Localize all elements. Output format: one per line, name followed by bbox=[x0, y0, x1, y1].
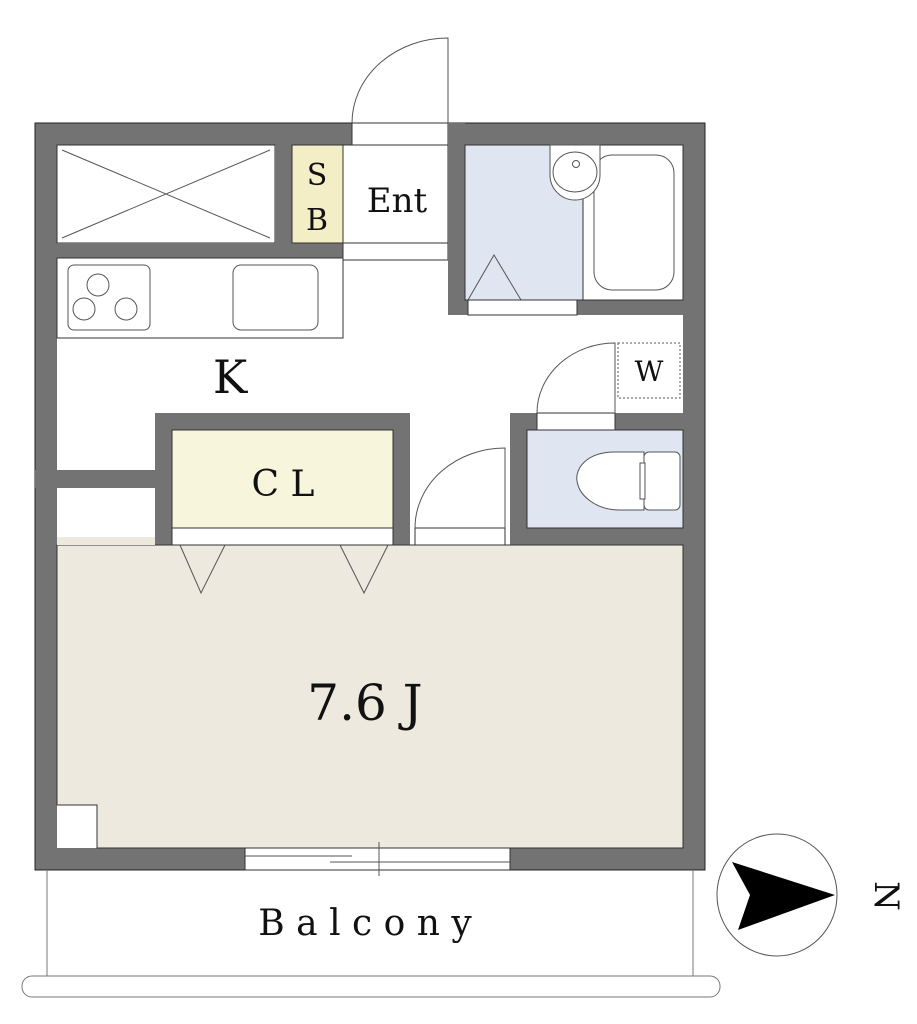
bathtub-icon bbox=[593, 154, 675, 291]
room-door-swing bbox=[414, 447, 506, 529]
room-door[interactable] bbox=[414, 527, 506, 546]
main-room-label: 7.6 J bbox=[307, 674, 422, 732]
toilet-door[interactable] bbox=[536, 412, 616, 431]
balcony-window[interactable] bbox=[244, 842, 511, 876]
shoe-box-label-s: S bbox=[307, 158, 328, 193]
shoe-box bbox=[291, 144, 344, 244]
balcony-label: B a l c o n y bbox=[258, 903, 472, 944]
wall bbox=[57, 243, 343, 258]
compass-icon: N bbox=[716, 833, 906, 957]
washbasin-icon bbox=[549, 144, 601, 201]
toilet-door-swing bbox=[536, 342, 616, 414]
entrance-door[interactable] bbox=[351, 122, 449, 146]
compass-north-label: N bbox=[866, 881, 906, 911]
washer-label: W bbox=[635, 355, 664, 388]
wall bbox=[510, 413, 527, 545]
wall bbox=[448, 123, 465, 315]
shoe-box-label-b: B bbox=[306, 203, 328, 238]
stove-icon bbox=[67, 264, 151, 331]
wall bbox=[35, 470, 155, 488]
sink-icon bbox=[232, 264, 319, 331]
closet-door-swing bbox=[179, 544, 226, 595]
storage-unit bbox=[56, 144, 276, 244]
entrance-door-swing bbox=[351, 37, 449, 124]
washroom-door[interactable] bbox=[467, 299, 578, 316]
kitchen-label: K bbox=[213, 350, 249, 404]
toilet-icon bbox=[576, 451, 681, 511]
closet-door-swing bbox=[339, 544, 389, 595]
washer-space bbox=[617, 342, 681, 399]
balcony-rail bbox=[21, 975, 721, 998]
closet-door[interactable] bbox=[171, 527, 394, 546]
entrance-label: Ent bbox=[367, 181, 428, 221]
closet bbox=[171, 429, 394, 529]
wall bbox=[510, 528, 683, 545]
closet-label: C L bbox=[252, 464, 315, 505]
main-room bbox=[56, 544, 684, 849]
door-swing-icon bbox=[467, 254, 522, 301]
wall bbox=[275, 145, 292, 243]
